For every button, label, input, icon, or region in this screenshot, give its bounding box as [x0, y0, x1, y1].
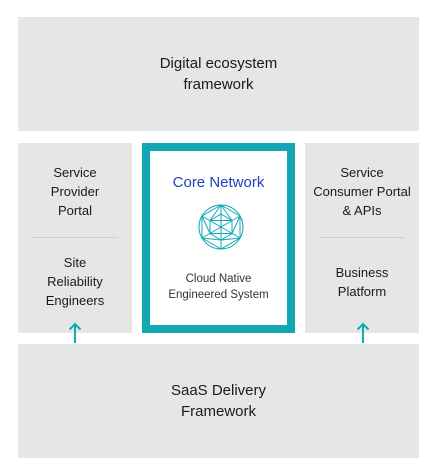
right-panel: Service Consumer Portal & APIs Business …	[305, 143, 419, 333]
core-network-inner: Core Network Cloud Native Engineered Sys…	[150, 151, 287, 325]
right-panel-divider	[319, 237, 405, 238]
site-reliability-engineers-label: Site Reliability Engineers	[45, 255, 105, 308]
core-network-subtitle: Cloud Native Engineered System	[168, 273, 269, 301]
left-panel-divider	[32, 237, 118, 238]
service-consumer-portal-label: Service Consumer Portal & APIs	[313, 165, 411, 218]
core-network-title: Core Network	[172, 174, 265, 191]
service-provider-portal-label: Service Provider Portal	[50, 165, 100, 218]
right-up-arrow-icon	[356, 322, 370, 343]
business-platform-label: Business Platform	[335, 265, 389, 299]
left-panel: Service Provider Portal Site Reliability…	[18, 143, 132, 333]
geodesic-globe-icon	[198, 204, 244, 250]
digital-ecosystem-label: Digital ecosystem framework	[159, 55, 278, 93]
digital-ecosystem-box: Digital ecosystem framework	[18, 17, 419, 131]
saas-delivery-label: SaaS Delivery Framework	[170, 382, 267, 420]
left-up-arrow-icon	[68, 322, 82, 343]
core-network-box: Core Network Cloud Native Engineered Sys…	[142, 143, 295, 333]
saas-delivery-box: SaaS Delivery Framework	[18, 344, 419, 458]
